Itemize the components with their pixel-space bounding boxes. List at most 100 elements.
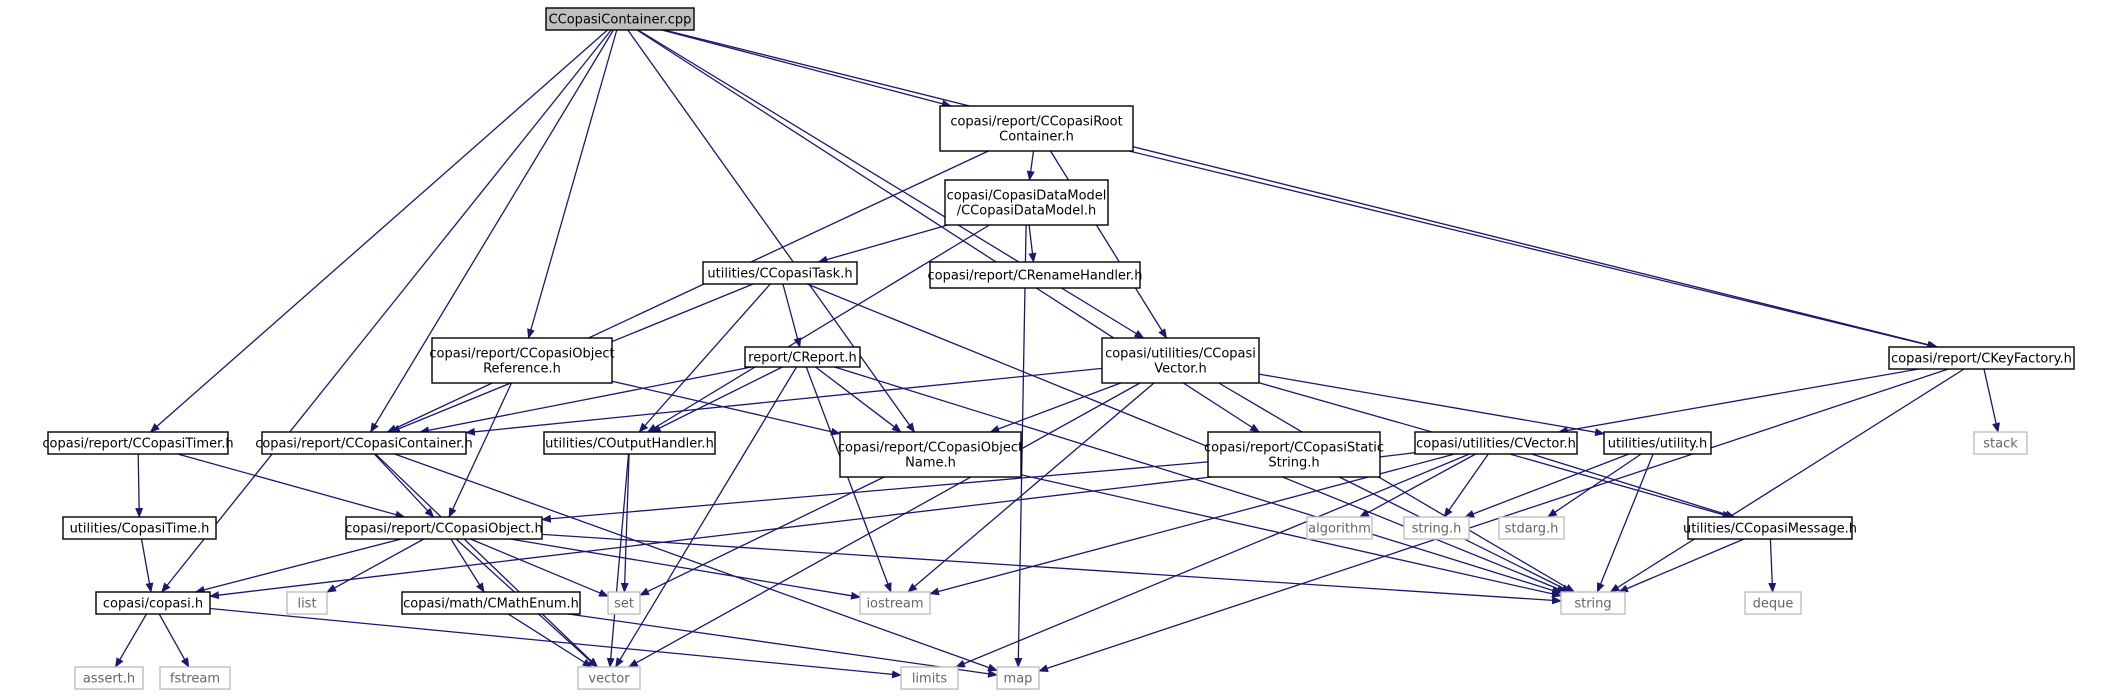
node-vector: vector (577, 666, 641, 690)
node-message[interactable]: utilities/CCopasiMessage.h (1683, 516, 1857, 540)
node-box (577, 666, 641, 690)
node-box (1560, 591, 1626, 615)
node-box (1403, 516, 1470, 540)
node-label: stack (1983, 437, 2018, 452)
node-mathenum[interactable]: copasi/math/CMathEnum.h (401, 591, 581, 615)
node-label: copasi/report/CCopasiObject (838, 441, 1023, 456)
node-assert: assert.h (74, 666, 144, 690)
node-label: utilities/utility.h (1608, 437, 1708, 452)
node-box (95, 591, 211, 615)
node-map: map (996, 666, 1040, 690)
node-label: vector (588, 672, 630, 687)
node-box (900, 666, 959, 690)
edge-object-to-list (326, 538, 425, 593)
node-limits: limits (900, 666, 959, 690)
edge-cvector-to-stringh (1443, 453, 1489, 518)
edge-utilvec-to-objname (989, 382, 1121, 433)
node-box (944, 179, 1109, 226)
node-box (1744, 591, 1802, 615)
node-box (939, 105, 1134, 152)
node-label: copasi/report/CKeyFactory.h (1891, 352, 2072, 367)
edge-task-to-outhandler (638, 283, 771, 433)
node-utility[interactable]: utilities/utility.h (1603, 431, 1712, 455)
node-outhandler[interactable]: utilities/COutputHandler.h (543, 431, 716, 455)
node-stdarg: stdarg.h (1498, 516, 1565, 540)
edge-main-to-timer (149, 29, 608, 433)
node-cvector[interactable]: copasi/utilities/CVector.h (1414, 431, 1578, 455)
node-label: report/CReport.h (748, 351, 857, 366)
edge-object-to-mathenum (450, 538, 485, 593)
node-label: copasi/report/CCopasiRoot (950, 115, 1122, 130)
edge-datamodel-to-map (1014, 224, 1027, 668)
edge-datamodel-to-rename (1028, 224, 1037, 263)
node-copasih[interactable]: copasi/copasi.h (95, 591, 211, 615)
node-box (543, 431, 716, 455)
node-label: String.h (1268, 456, 1319, 471)
edge-cvector-to-message (1531, 453, 1736, 519)
edge-creport-to-iostream (805, 366, 892, 593)
node-box (431, 337, 613, 384)
node-box (1101, 337, 1260, 384)
edge-objname-to-string (1020, 474, 1562, 598)
edge-main-to-keyfactory (664, 29, 1939, 349)
node-label: copasi/report/CCopasiObject (429, 347, 614, 362)
edge-utilvec-to-vector (627, 382, 1141, 668)
edge-object-to-set (470, 538, 609, 597)
node-box (839, 431, 1022, 478)
node-keyfactory[interactable]: copasi/report/CKeyFactory.h (1888, 346, 2075, 370)
node-box (1207, 431, 1381, 478)
edge-cvector-to-algorithm (1358, 453, 1477, 518)
node-box (744, 346, 861, 368)
node-box (74, 666, 144, 690)
edge-keyfactory-to-stack (1983, 368, 2000, 433)
edge-container-to-map (394, 453, 998, 672)
node-set: set (607, 591, 641, 615)
edge-rootcont-to-container (386, 150, 989, 433)
node-list: list (286, 591, 328, 615)
node-label: set (614, 597, 634, 612)
edge-utilvec-to-container (465, 367, 1103, 436)
edge-timer-to-copasitime (135, 453, 144, 518)
edge-keyfactory-to-map (1038, 368, 1949, 672)
edge-mathenum-to-vector (507, 613, 593, 668)
node-creport[interactable]: report/CReport.h (744, 346, 861, 368)
node-task[interactable]: utilities/CCopasiTask.h (702, 261, 858, 285)
node-main[interactable]: CCopasiContainer.cpp (545, 7, 695, 31)
edge-object-to-iostream (509, 538, 861, 600)
node-timer[interactable]: copasi/report/CCopasiTimer.h (42, 431, 234, 455)
edge-main-to-container (370, 29, 614, 433)
edge-staticstr-to-object (541, 461, 1209, 523)
edge-rootcont-to-utilvec (1049, 150, 1168, 339)
node-box (1687, 516, 1853, 540)
node-stack: stack (1973, 431, 2028, 455)
edge-task-to-creport (782, 283, 802, 348)
node-container[interactable]: copasi/report/CCopasiContainer.h (255, 431, 473, 455)
node-label: stdarg.h (1505, 522, 1559, 537)
node-label: CCopasiContainer.cpp (549, 13, 692, 28)
edge-utilvec-to-utility (1258, 373, 1605, 437)
node-label: assert.h (83, 672, 135, 687)
edge-message-to-deque (1768, 538, 1777, 593)
node-label: Container.h (999, 130, 1074, 145)
node-label: copasi/utilities/CVector.h (1416, 437, 1576, 452)
node-rename[interactable]: copasi/report/CRenameHandler.h (928, 261, 1143, 289)
edge-copasih-to-fstream (158, 613, 190, 668)
node-copasitime[interactable]: utilities/CopasiTime.h (62, 516, 217, 540)
node-label: map (1004, 672, 1033, 687)
node-box (1306, 516, 1373, 540)
node-label: copasi/CopasiDataModel (947, 189, 1107, 204)
node-box (286, 591, 328, 615)
node-label: Reference.h (483, 362, 561, 377)
edge-keyfactory-to-cvector (1557, 368, 1919, 435)
node-label: deque (1753, 597, 1794, 612)
edge-outhandler-to-set (620, 453, 630, 593)
node-object[interactable]: copasi/report/CCopasiObject.h (345, 516, 543, 540)
edge-utilvec-to-iostream (907, 382, 1155, 593)
node-label: string (1574, 597, 1611, 612)
node-datamodel[interactable]: copasi/CopasiDataModel/CCopasiDataModel.… (944, 179, 1109, 226)
